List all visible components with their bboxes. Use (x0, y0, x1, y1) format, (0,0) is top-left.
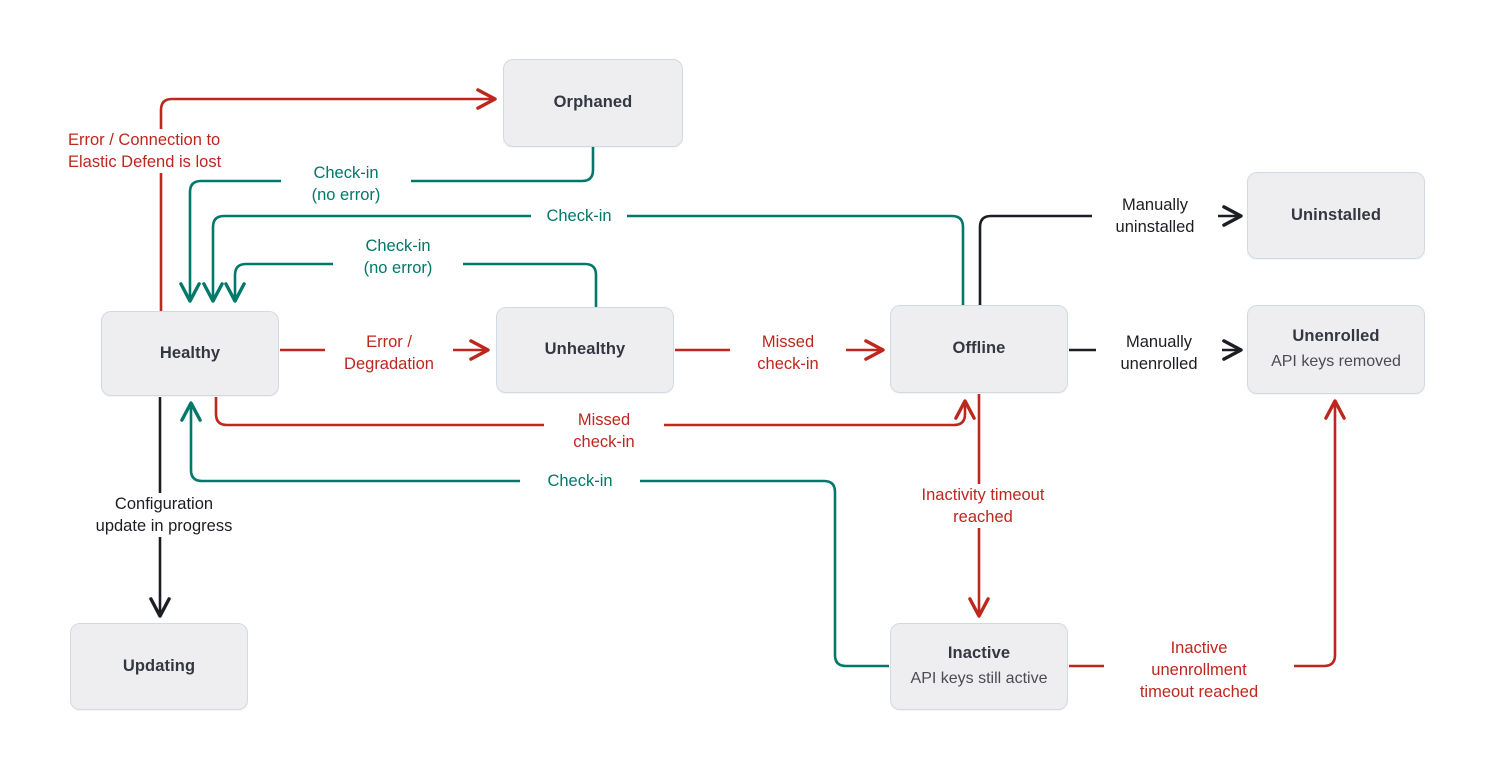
edge-label-unhealthy-to-offline: Missed check-in (730, 331, 846, 375)
node-unhealthy[interactable]: Unhealthy (496, 307, 674, 393)
edge-label-offline-to-healthy: Check-in (531, 205, 627, 227)
edge-label-inactive-to-unenrolled: Inactive unenrollment timeout reached (1104, 637, 1294, 703)
edge-offline-to-uninstalled (978, 205, 1243, 305)
node-healthy-title: Healthy (159, 343, 221, 362)
node-updating[interactable]: Updating (70, 623, 248, 710)
node-unhealthy-title: Unhealthy (544, 340, 626, 359)
node-orphaned[interactable]: Orphaned (503, 59, 683, 147)
node-inactive[interactable]: Inactive API keys still active (890, 623, 1068, 710)
node-unenrolled-title: Unenrolled (1292, 327, 1380, 346)
node-unenrolled-subtitle: API keys removed (1271, 352, 1401, 370)
node-unenrolled[interactable]: Unenrolled API keys removed (1247, 305, 1425, 394)
edge-label-healthy-to-orphaned: Error / Connection to Elastic Defend is … (64, 129, 302, 173)
edge-label-offline-to-uninstalled: Manually uninstalled (1092, 194, 1218, 238)
edge-label-healthy-to-updating: Configuration update in progress (63, 493, 265, 537)
edge-label-orphaned-to-healthy: Check-in (no error) (281, 162, 411, 206)
edge-healthy-to-orphaned (159, 88, 497, 312)
node-uninstalled[interactable]: Uninstalled (1247, 172, 1425, 259)
node-updating-title: Updating (122, 656, 196, 675)
edge-label-offline-to-unenrolled: Manually unenrolled (1096, 331, 1222, 375)
edge-label-unhealthy-to-healthy: Check-in (no error) (333, 235, 463, 279)
edge-offline-to-healthy (202, 214, 965, 305)
node-uninstalled-title: Uninstalled (1290, 205, 1382, 224)
node-orphaned-title: Orphaned (553, 93, 633, 112)
edge-label-offline-to-inactive: Inactivity timeout reached (891, 484, 1075, 528)
node-healthy[interactable]: Healthy (101, 311, 279, 396)
node-inactive-title: Inactive (947, 644, 1011, 663)
node-inactive-subtitle: API keys still active (910, 669, 1048, 687)
edge-label-healthy-to-unhealthy: Error / Degradation (325, 331, 453, 375)
edge-label-healthy-to-offline: Missed check-in (544, 409, 664, 453)
edge-inactive-to-unenrolled (1069, 399, 1346, 668)
node-offline-title: Offline (952, 339, 1006, 358)
node-offline[interactable]: Offline (890, 305, 1068, 393)
edge-inactive-to-healthy (180, 401, 889, 668)
edge-label-inactive-to-healthy: Check-in (520, 470, 640, 492)
